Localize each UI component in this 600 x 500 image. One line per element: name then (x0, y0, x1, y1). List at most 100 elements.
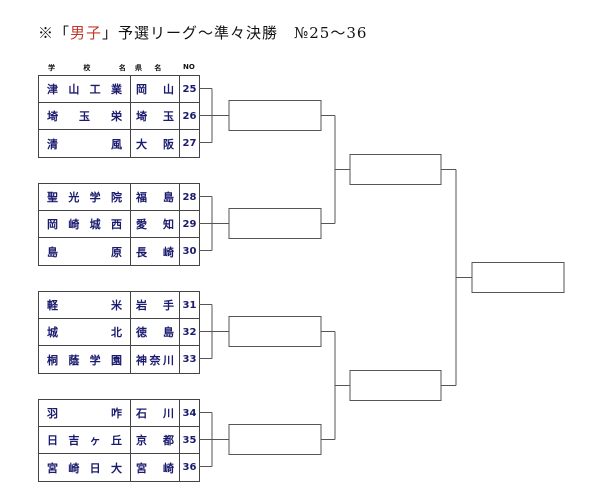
team-number: 36 (182, 462, 197, 473)
prefecture-name: 福島 (131, 184, 180, 210)
char: 大 (110, 461, 122, 475)
header-school: 学 校 名 (48, 64, 139, 72)
team-number: 31 (182, 299, 197, 311)
team-number: 32 (182, 326, 197, 338)
school-name: 聖光学院 (39, 184, 131, 210)
prefecture-name: 長崎 (131, 238, 180, 265)
char: 北 (111, 326, 122, 339)
group-winner-box (228, 100, 322, 131)
char: 埼 (136, 110, 147, 123)
char: 清 (47, 137, 58, 151)
char: 園 (110, 353, 122, 367)
char: 崎 (68, 218, 80, 231)
char: 山 (68, 83, 80, 96)
char: 宮 (47, 461, 58, 475)
school-name: 宮崎日大 (39, 454, 131, 481)
char: 島 (163, 191, 174, 204)
char: 吉 (68, 434, 80, 447)
char: 福 (136, 191, 147, 204)
char: 光 (68, 191, 80, 204)
char: 軽 (47, 299, 58, 312)
final-box (471, 262, 565, 293)
char: 桐 (47, 353, 58, 367)
prefecture-name: 愛知 (131, 211, 180, 237)
prefecture-name: 埼玉 (131, 103, 180, 129)
prefecture-name: 神奈川 (131, 346, 180, 373)
team-number: 33 (182, 354, 197, 365)
prefecture-name: 京都 (131, 427, 180, 453)
school-name: 桐蔭学園 (39, 346, 131, 373)
char: 知 (163, 218, 174, 231)
char: 都 (163, 434, 174, 447)
school-name: 清風 (39, 130, 131, 157)
char: 工 (89, 83, 101, 96)
char: 神 (136, 353, 147, 367)
prefecture-name: 宮崎 (131, 454, 180, 481)
char: ヶ (89, 434, 101, 447)
char: 院 (110, 191, 122, 204)
char: 山 (163, 83, 174, 96)
school-name: 埼玉栄 (39, 103, 131, 129)
char: 日 (89, 461, 101, 475)
char: 京 (136, 434, 147, 447)
char: 愛 (136, 218, 147, 231)
prefecture-name: 徳島 (131, 319, 180, 345)
char: 栄 (111, 110, 122, 123)
char: 学 (89, 353, 101, 367)
prefecture-name: 岡山 (131, 76, 180, 102)
char: 岩 (136, 299, 147, 312)
char: 宮 (136, 461, 147, 475)
char: 徳 (136, 326, 147, 339)
char: 学 (89, 191, 101, 204)
char: 業 (110, 83, 122, 96)
char: 川 (163, 407, 174, 420)
char: 岡 (136, 83, 147, 96)
group-winner-box (228, 208, 322, 239)
char: 石 (136, 407, 147, 420)
title-prefix: ※「 (38, 24, 71, 42)
char: 埼 (47, 110, 58, 123)
char: 奈 (149, 353, 161, 367)
title-suffix: 」予選リーグ～準々決勝 №25～36 (102, 24, 368, 42)
char: 崎 (68, 461, 80, 475)
school-name: 日吉ヶ丘 (39, 427, 131, 453)
char: 大 (136, 137, 147, 151)
quarterfinal-box (349, 370, 442, 401)
team-number: 30 (182, 246, 197, 257)
char: 城 (89, 218, 101, 231)
page-title: ※「男子」予選リーグ～準々決勝 №25～36 (38, 22, 367, 43)
school-name: 島原 (39, 238, 131, 265)
char: 島 (163, 326, 174, 339)
school-name: 津山工業 (39, 76, 131, 102)
team-number: 35 (182, 434, 197, 446)
char: 聖 (47, 191, 58, 204)
char: 川 (163, 353, 174, 367)
team-number: 27 (182, 138, 197, 149)
quarterfinal-box (349, 154, 442, 185)
group-winner-box (228, 316, 322, 347)
char: 丘 (110, 434, 122, 447)
char: 阪 (163, 137, 174, 151)
char: 玉 (163, 110, 174, 123)
team-number: 29 (182, 218, 197, 230)
char: 長 (136, 245, 147, 259)
char: 岡 (47, 218, 58, 231)
school-name: 軽米 (39, 292, 131, 318)
char: 島 (47, 245, 58, 259)
char: 風 (111, 137, 122, 151)
char: 城 (47, 326, 58, 339)
char: 日 (47, 434, 58, 447)
prefecture-name: 石川 (131, 400, 180, 426)
